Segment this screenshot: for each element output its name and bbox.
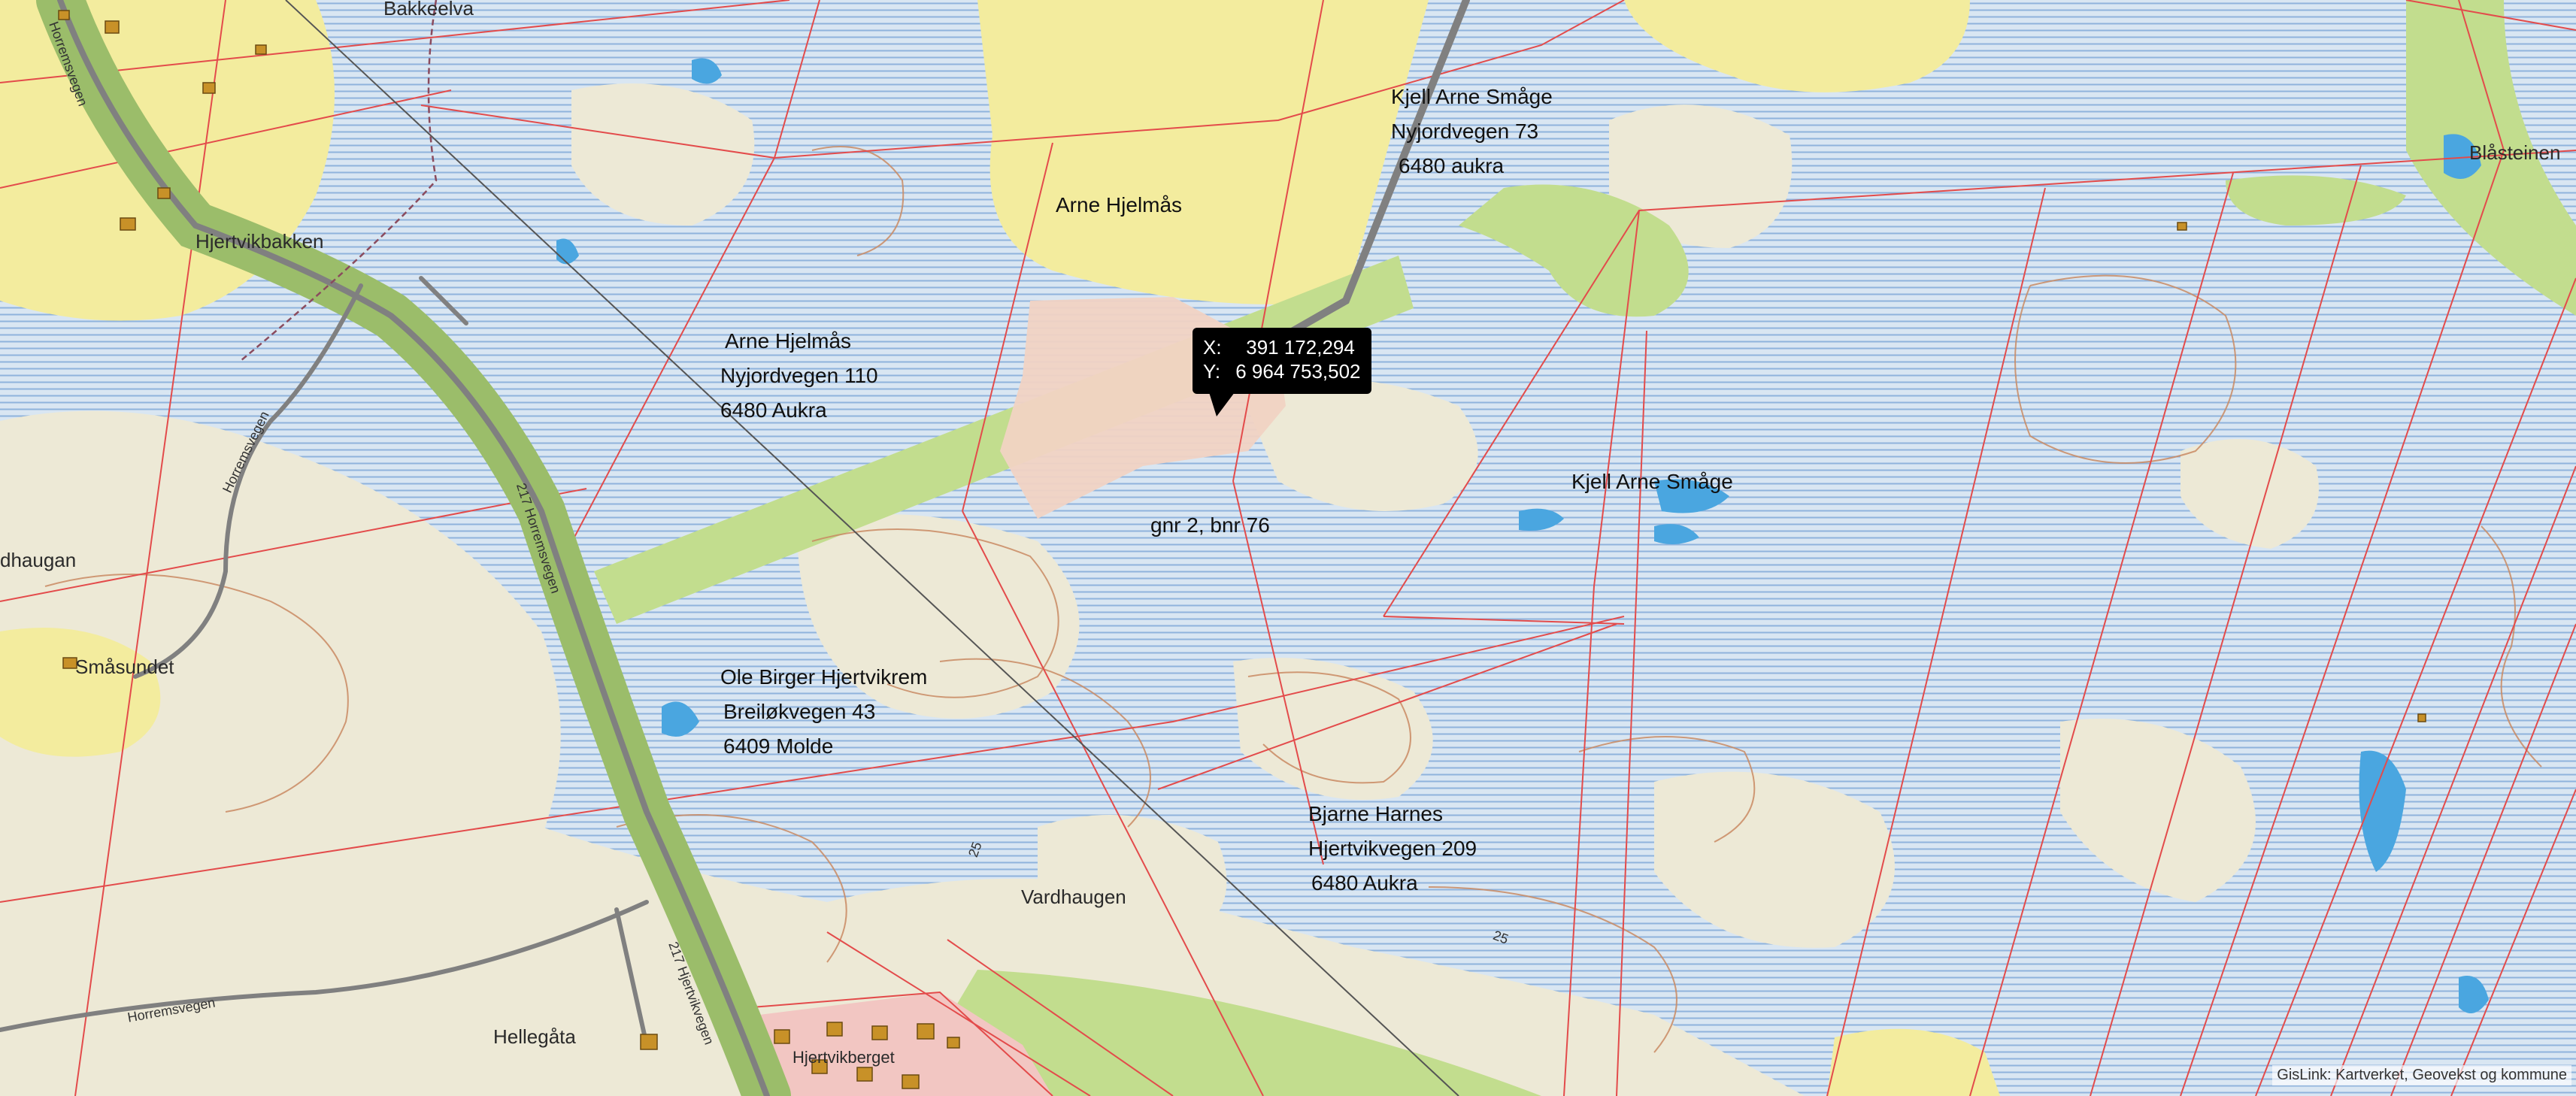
place-name-vardhaugen: Vardhaugen <box>1021 886 1126 908</box>
owner-name: Arne Hjelmås <box>1056 193 1183 216</box>
owner-name: Bjarne Harnes <box>1308 802 1443 825</box>
owner-label-bjarne-harnes: Bjarne Harnes Hjertvikvegen 209 6480 Auk… <box>1308 797 1477 901</box>
owner-address: Nyjordvegen 110 <box>720 364 878 387</box>
owner-label-arne-hjelmas-mid: Arne Hjelmås Nyjordvegen 110 6480 Aukra <box>720 324 878 428</box>
owner-address: Hjertvikvegen 209 <box>1308 837 1477 860</box>
place-name-blasteinen: Blåsteinen <box>2469 141 2561 164</box>
tooltip-x-value: 391 172,294 <box>1246 336 1355 359</box>
trail <box>240 0 438 362</box>
coordinate-tooltip: X: 391 172,294 Y: 6 964 753,502 <box>1193 328 1371 416</box>
map-attribution: GisLink: Kartverket, Geovekst og kommune <box>2272 1065 2571 1085</box>
dry-land-areas <box>0 83 2319 1096</box>
owner-label-arne-hjelmas-north: Arne Hjelmås <box>1056 188 1182 223</box>
tooltip-y-value: 6 964 753,502 <box>1235 360 1361 383</box>
buildings <box>58 10 2426 1089</box>
owner-name: Ole Birger Hjertvikrem <box>720 665 928 689</box>
water-features <box>556 58 2489 1013</box>
place-name-hjertvikbakken: Hjertvikbakken <box>195 230 324 253</box>
owner-name: Kjell Arne Småge <box>1391 85 1553 108</box>
place-name-hjertvikberget: Hjertvikberget <box>792 1048 895 1067</box>
tooltip-x-row: X: 391 172,294 <box>1203 335 1355 359</box>
roads <box>0 0 1470 1096</box>
tooltip-x-label: X: <box>1203 336 1222 359</box>
place-name-dhaugan: dhaugan <box>0 549 77 571</box>
tooltip-y-label: Y: <box>1203 360 1221 383</box>
owner-label-ole-birger-hjertvikrem: Ole Birger Hjertvikrem Breiløkvegen 43 6… <box>720 660 927 764</box>
power-line <box>285 0 1459 1096</box>
place-name-bakkeelva: Bakkeelva <box>383 0 474 20</box>
owner-postcode: 6480 aukra <box>1399 154 1505 177</box>
owner-postcode: 6480 Aukra <box>1311 871 1418 895</box>
tooltip-y-row: Y: 6 964 753,502 <box>1203 359 1361 383</box>
owner-label-kjell-arne-smage-east: Kjell Arne Småge <box>1571 465 1733 499</box>
owner-name: Arne Hjelmås <box>725 329 852 353</box>
parcel-label: gnr 2, bnr 76 <box>1150 513 1270 537</box>
tooltip-pointer <box>1209 392 1235 416</box>
place-name-hellegata: Hellegåta <box>493 1025 576 1048</box>
place-name-smasundet: Småsundet <box>75 655 174 678</box>
contour-lines <box>44 146 2542 1053</box>
owner-address: Breiløkvegen 43 <box>723 700 876 723</box>
owner-address: Nyjordvegen 73 <box>1391 120 1539 143</box>
owner-name: Kjell Arne Småge <box>1571 470 1733 493</box>
owner-postcode: 6409 Molde <box>723 734 834 758</box>
owner-label-kjell-arne-smage-north: Kjell Arne Småge Nyjordvegen 73 6480 auk… <box>1391 80 1553 183</box>
owner-postcode: 6480 Aukra <box>720 398 827 422</box>
